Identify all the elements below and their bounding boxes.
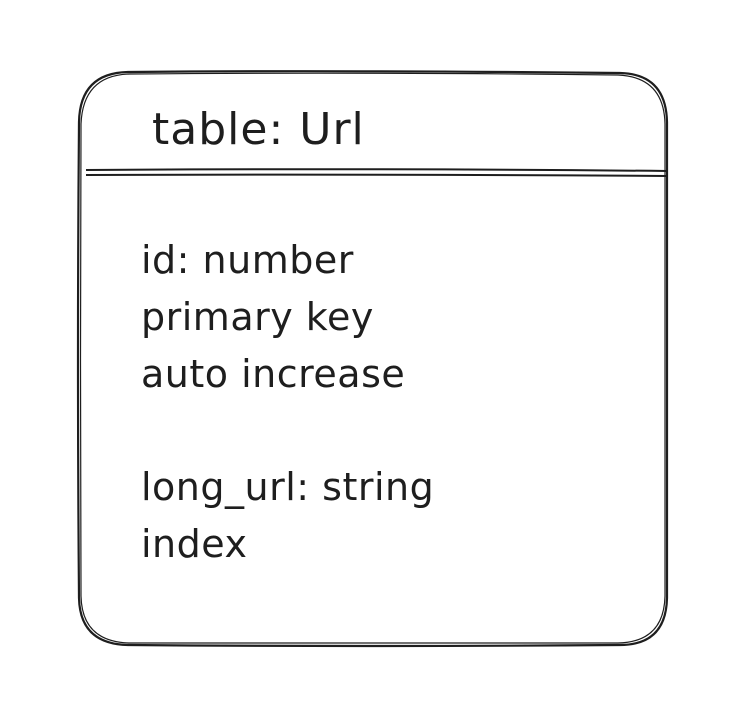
field-id-constraint: primary key xyxy=(141,295,374,339)
field-id-extra: auto increase xyxy=(141,352,406,396)
field-long-url-constraint: index xyxy=(141,522,248,566)
header-divider xyxy=(85,168,668,172)
table-title: table: Url xyxy=(152,104,365,155)
field-long-url-name: long_url: string xyxy=(141,465,435,509)
field-id-name: id: number xyxy=(141,238,354,282)
table-box-sketch xyxy=(79,72,667,645)
table-box xyxy=(76,70,669,648)
header-divider-second xyxy=(85,173,668,177)
